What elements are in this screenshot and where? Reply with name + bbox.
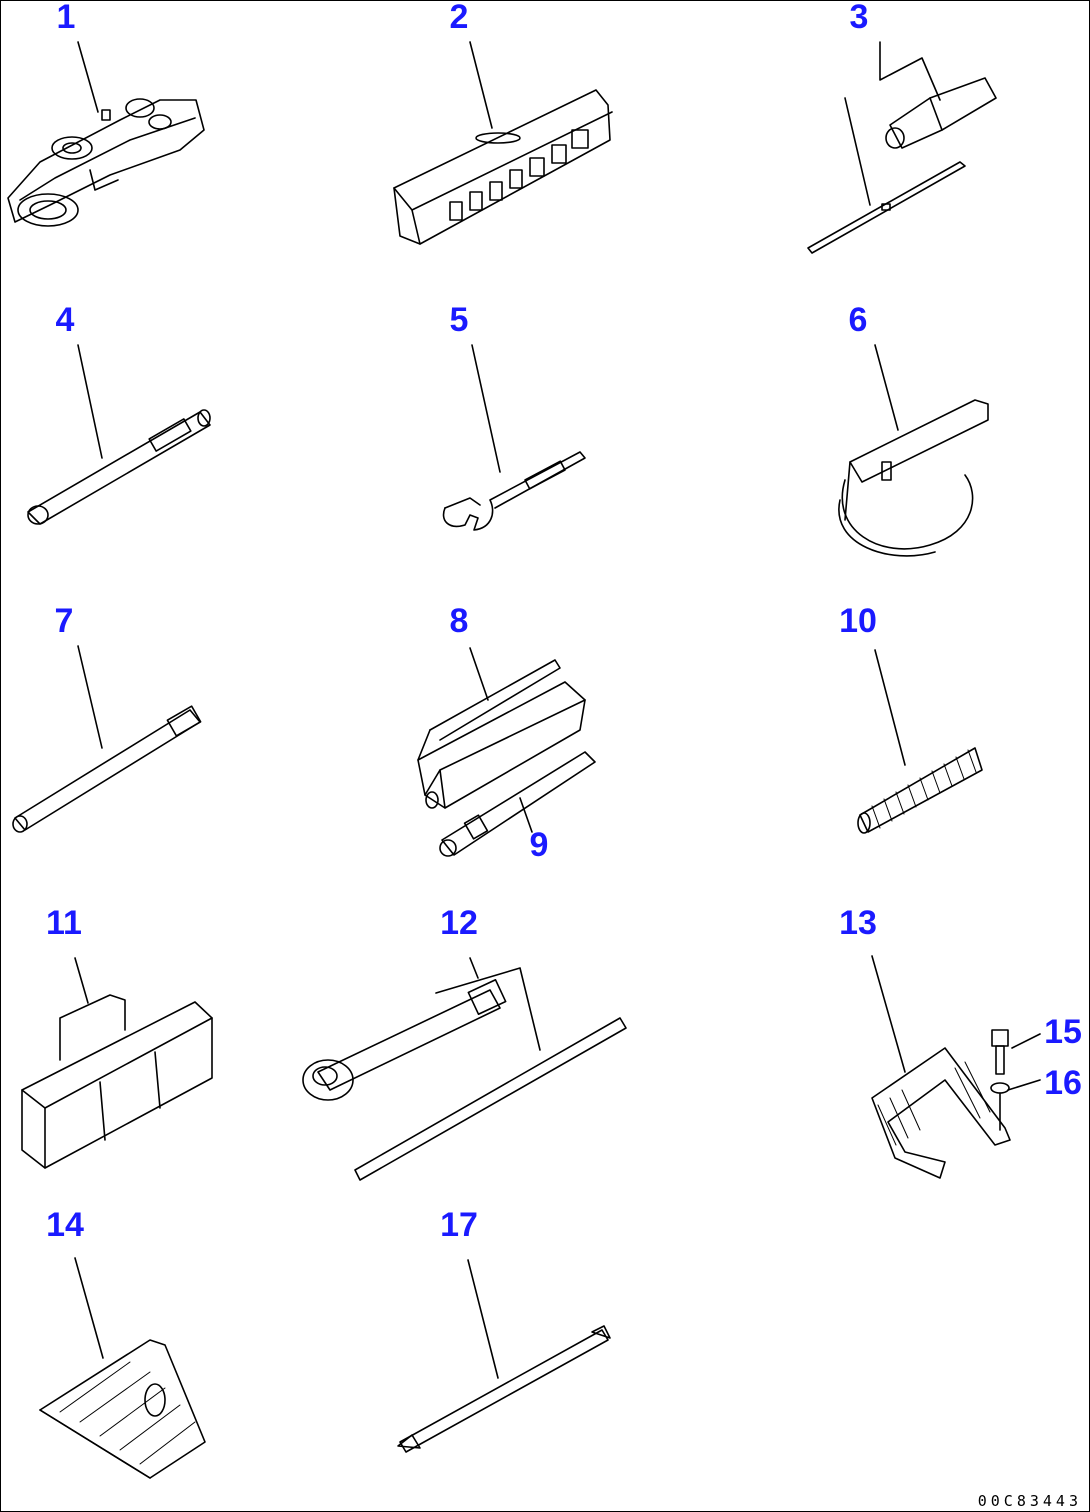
callout-15: 15 [1044, 1013, 1082, 1051]
callout-10: 10 [839, 602, 877, 640]
part-3-handle-and-bar [807, 77, 997, 254]
callout-8: 8 [449, 602, 469, 640]
leader-lines [74, 41, 1041, 1379]
part-10-spring [857, 747, 983, 834]
part-2-socket-case [393, 89, 613, 245]
callout-9: 9 [529, 826, 549, 864]
callout-5: 5 [449, 301, 469, 339]
part-4-ratchet [27, 409, 211, 525]
part-11-tool-bag [21, 994, 213, 1169]
callout-13: 13 [839, 904, 877, 942]
part-7-extension-bar [12, 705, 202, 833]
part-1-tool-holder [7, 98, 205, 227]
drawing-id-label: 00C83443 [977, 1492, 1082, 1510]
callout-3: 3 [849, 0, 869, 36]
part-9-grease-nozzle [439, 751, 596, 857]
callout-11: 11 [46, 904, 82, 942]
callout-2: 2 [449, 0, 469, 36]
callout-17: 17 [440, 1206, 478, 1244]
part-14-wheel-chock [39, 1339, 206, 1479]
callout-7: 7 [54, 602, 74, 640]
part-6-filter-wrench [838, 399, 989, 557]
part-8-grease-gun [417, 659, 586, 809]
part-13-bracket [871, 1047, 1011, 1179]
part-5-spanner [442, 451, 586, 531]
callout-12: 12 [440, 904, 478, 942]
part-16-washer [990, 1082, 1010, 1131]
callout-4: 4 [55, 301, 75, 339]
callout-16: 16 [1044, 1064, 1082, 1102]
callout-1: 1 [56, 0, 76, 36]
part-12-box-wrench [302, 978, 627, 1181]
callout-6: 6 [848, 301, 868, 339]
callout-14: 14 [46, 1206, 84, 1244]
part-15-bolt [991, 1029, 1009, 1075]
part-17-bar [397, 1325, 611, 1453]
